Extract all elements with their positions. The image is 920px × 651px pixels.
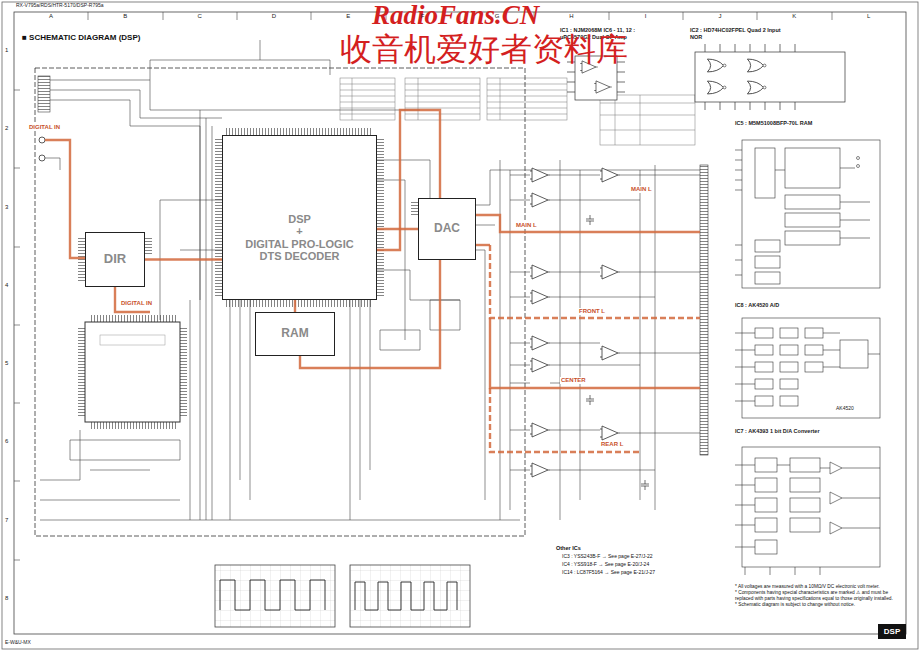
grid-letter: F — [421, 13, 425, 20]
diagram-title: ■ SCHEMATIC DIAGRAM (DSP) — [22, 34, 140, 43]
ic-note: Other ICs — [556, 545, 581, 551]
grid-letter: D — [272, 13, 276, 20]
signal-label: FRONT L — [578, 308, 606, 315]
grid-letter: B — [123, 13, 127, 20]
grid-letter: H — [569, 13, 573, 20]
ic-heading: IC8 : AK4520 A/D — [735, 302, 825, 309]
node-text: RAM — [281, 327, 308, 340]
note-text: * Schematic diagram is subject to change… — [735, 602, 905, 607]
grid-number: 7 — [5, 517, 8, 524]
signal-path — [145, 258, 222, 260]
signal-label: CENTER — [560, 377, 587, 384]
signal-path — [294, 300, 296, 312]
chip-block: DSP+DIGITAL PRO-LOGICDTS DECODER — [222, 135, 377, 300]
grid-letter: I — [645, 13, 647, 20]
signal-label: MAIN L — [630, 186, 653, 193]
node-text: DSP — [288, 213, 311, 225]
signal-label: DIGITAL IN — [120, 300, 153, 307]
ic-heading: IC7 : AK4393 1 bit D/A Converter — [735, 428, 825, 435]
ic-note: IC4 : YSS918-F → See page E-20/J-24 — [562, 562, 649, 568]
chip-block: DIR — [85, 232, 145, 287]
node-text: DAC — [434, 222, 460, 235]
chip-block: RAM — [255, 312, 335, 356]
ic-heading: IC2 : HD74HC02FPEL Quad 2 Input NOR — [690, 27, 785, 41]
watermark: RadioFans.CN — [372, 1, 539, 31]
grid-letter: A — [49, 13, 53, 20]
signal-label: REAR L — [600, 441, 624, 448]
grid-number: 2 — [5, 125, 8, 132]
chip-block: DAC — [418, 198, 476, 260]
node-text: IC7 : AK4393 1 bit D/A Converter — [735, 428, 825, 435]
page-code: E-W&U-MX — [5, 640, 31, 646]
note-text: * Components having special characterist… — [735, 590, 905, 601]
grid-letter: L — [867, 13, 870, 20]
grid-number: 5 — [5, 360, 8, 367]
node-text: + — [296, 225, 302, 237]
page-tag: DSP — [878, 624, 906, 639]
grid-letter: E — [346, 13, 350, 20]
ic-heading: IC5 : M5M51008BFP-70L RAM — [735, 120, 835, 127]
watermark: 收音机爱好者资料库 — [340, 32, 628, 67]
note-text: * All voltages are measured with a 10MΩ/… — [735, 584, 905, 589]
grid-number: 3 — [5, 204, 8, 211]
grid-number: 8 — [5, 595, 8, 602]
signal-label: MAIN L — [515, 222, 538, 229]
signal-label: DIGITAL IN — [28, 124, 61, 131]
node-text: IC2 : HD74HC02FPEL Quad 2 Input NOR — [690, 27, 785, 41]
grid-letter: G — [495, 13, 500, 20]
grid-letter: C — [197, 13, 201, 20]
node-text: DTS DECODER — [259, 250, 339, 262]
model-header: RX-V795a/RDS/HTR-5170/DSP-R795a — [16, 3, 104, 9]
ic-note: IC14 : LC87F5164 → See page E-21/J-27 — [562, 570, 655, 576]
grid-number: 1 — [5, 47, 8, 54]
grid-letter: K — [792, 13, 796, 20]
node-text: IC5 : M5M51008BFP-70L RAM — [735, 120, 835, 127]
signal-path — [377, 228, 418, 230]
grid-letter: J — [718, 13, 721, 20]
grid-number: 4 — [5, 282, 8, 289]
node-text: DIR — [104, 252, 126, 266]
grid-number: 6 — [5, 438, 8, 445]
node-text: DIGITAL PRO-LOGIC — [245, 238, 353, 250]
node-text: IC8 : AK4520 A/D — [735, 302, 825, 309]
ic-note: IC3 : YSS243B-F → See page E-27/J-22 — [562, 554, 653, 560]
chip-name: AK4520 — [836, 406, 854, 412]
node-text: DSP — [884, 627, 900, 636]
